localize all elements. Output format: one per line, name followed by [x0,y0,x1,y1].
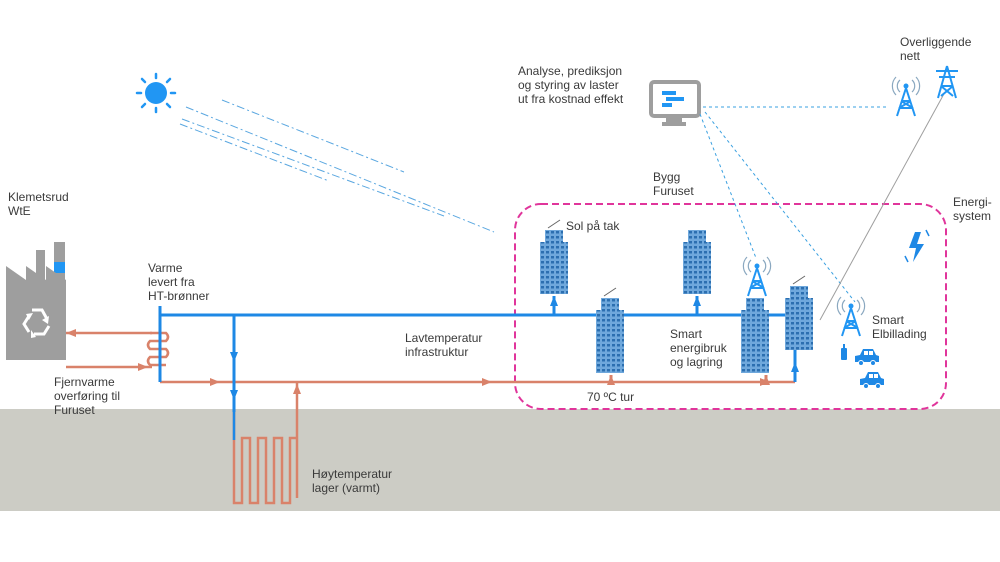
sun-rays [179,99,495,233]
storage-coil [232,412,297,505]
building [683,230,711,294]
energy-system-boundary [514,203,947,410]
recycle-icon [22,308,51,338]
solar-arrow [607,375,770,385]
building [785,275,813,350]
charger-icon [841,344,847,360]
label-klemetsrud: Klemetsrud WtE [8,190,69,218]
label-hoytemperatur: Høytemperatur lager (varmt) [312,467,393,495]
label-fjernvarme: Fjernvarme overføring til Furuset [54,375,121,417]
warm-pipes [66,331,795,498]
label-analyse: Analyse, prediksjon og styring av laster… [518,64,624,106]
pipe-arrows-blue [230,296,799,400]
antenna-icon [742,256,772,297]
building [596,287,624,373]
label-smart-el: Smart Elbillading [872,313,927,341]
label-overliggende: Overliggende nett [900,35,972,63]
ground-band [0,409,1000,511]
label-tur: 70 ºC tur [587,390,635,404]
sun-icon [135,72,177,114]
label-varme: Varme levert fra HT-brønner [148,261,210,303]
label-sol: Sol på tak [566,219,620,233]
antenna-icon [836,296,866,337]
pylon-icon [936,65,958,99]
communication-lines [699,106,886,303]
antenna-icon [891,76,921,117]
monitor-icon [649,80,701,126]
label-bygg: Bygg Furuset [653,170,694,198]
power-line [819,91,946,321]
lightning-icon [904,229,930,263]
label-lavtemperatur: Lavtemperatur infrastruktur [405,331,483,359]
building [540,219,568,294]
car-icon [859,371,885,389]
building [741,298,769,373]
label-smart-energi: Smart energibruk og lagring [670,327,727,369]
car-icon [854,348,880,366]
label-energisystem: Energi- system [953,195,992,223]
factory-icon [6,242,66,360]
